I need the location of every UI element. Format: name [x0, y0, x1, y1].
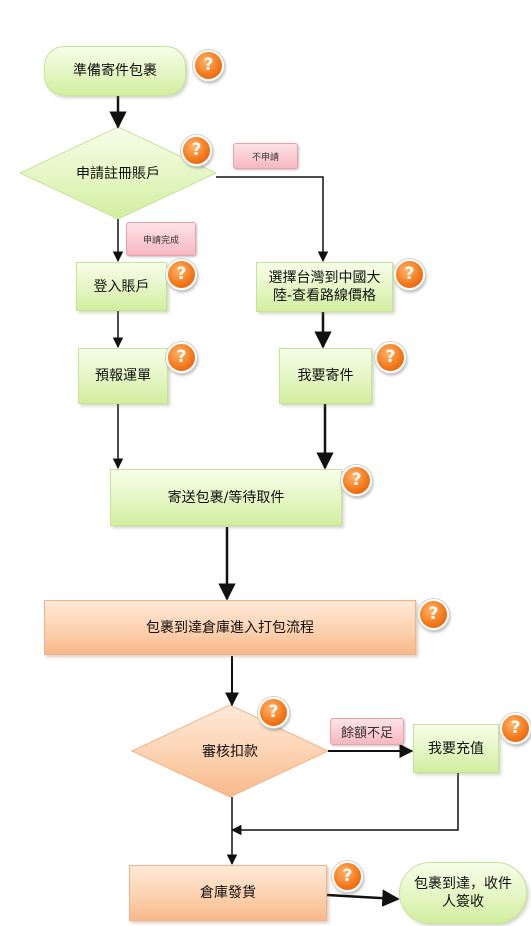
node-recharge[interactable]: 我要充值 [413, 724, 499, 773]
node-ship-wait-pickup[interactable]: 寄送包裹/等待取件 [110, 469, 342, 526]
help-icon-review[interactable]: ? [258, 697, 289, 728]
arrow-recharge-return [230, 773, 459, 836]
help-icon-apply[interactable]: ? [181, 135, 212, 166]
node-choose-route[interactable]: 選擇台灣到中國大陸-查看路線價格 [256, 262, 393, 312]
arrow-apply-to-route [216, 176, 329, 263]
help-icon-warehouse-arrive[interactable]: ? [418, 599, 449, 630]
arrow-shipping-to-delivered [326, 889, 400, 907]
node-warehouse-ship[interactable]: 倉庫發貨 [129, 865, 327, 921]
node-warehouse-arrive[interactable]: 包裹到達倉庫進入打包流程 [44, 600, 416, 655]
help-icon-route[interactable]: ? [394, 259, 425, 290]
decision-diamond-review [130, 704, 330, 798]
help-icon-login[interactable]: ? [166, 259, 197, 290]
node-prereport-waybill[interactable]: 預報運單 [78, 348, 168, 404]
help-icon-warehouse-ship[interactable]: ? [332, 861, 363, 892]
tag-not-apply: 不申請 [233, 143, 298, 169]
help-icon-prereport[interactable]: ? [166, 342, 197, 373]
node-review-deduct[interactable]: 審核扣款 [202, 744, 258, 760]
tag-apply-done: 申請完成 [126, 222, 196, 256]
help-icon-send[interactable]: ? [375, 342, 406, 373]
node-prepare-parcel[interactable]: 準備寄件包裹 [44, 46, 186, 96]
node-login-account[interactable]: 登入賬戶 [76, 262, 167, 311]
help-icon-recharge[interactable]: ? [500, 713, 531, 744]
tag-insufficient-balance: 餘額不足 [330, 718, 404, 745]
node-send-request[interactable]: 我要寄件 [279, 348, 372, 404]
node-delivered-signed[interactable]: 包裹到達，收件人簽收 [399, 862, 527, 924]
node-apply-account[interactable]: 申請註冊賬戶 [76, 166, 160, 182]
help-icon-ship-wait[interactable]: ? [341, 465, 372, 496]
help-icon-prepare[interactable]: ? [193, 50, 224, 81]
